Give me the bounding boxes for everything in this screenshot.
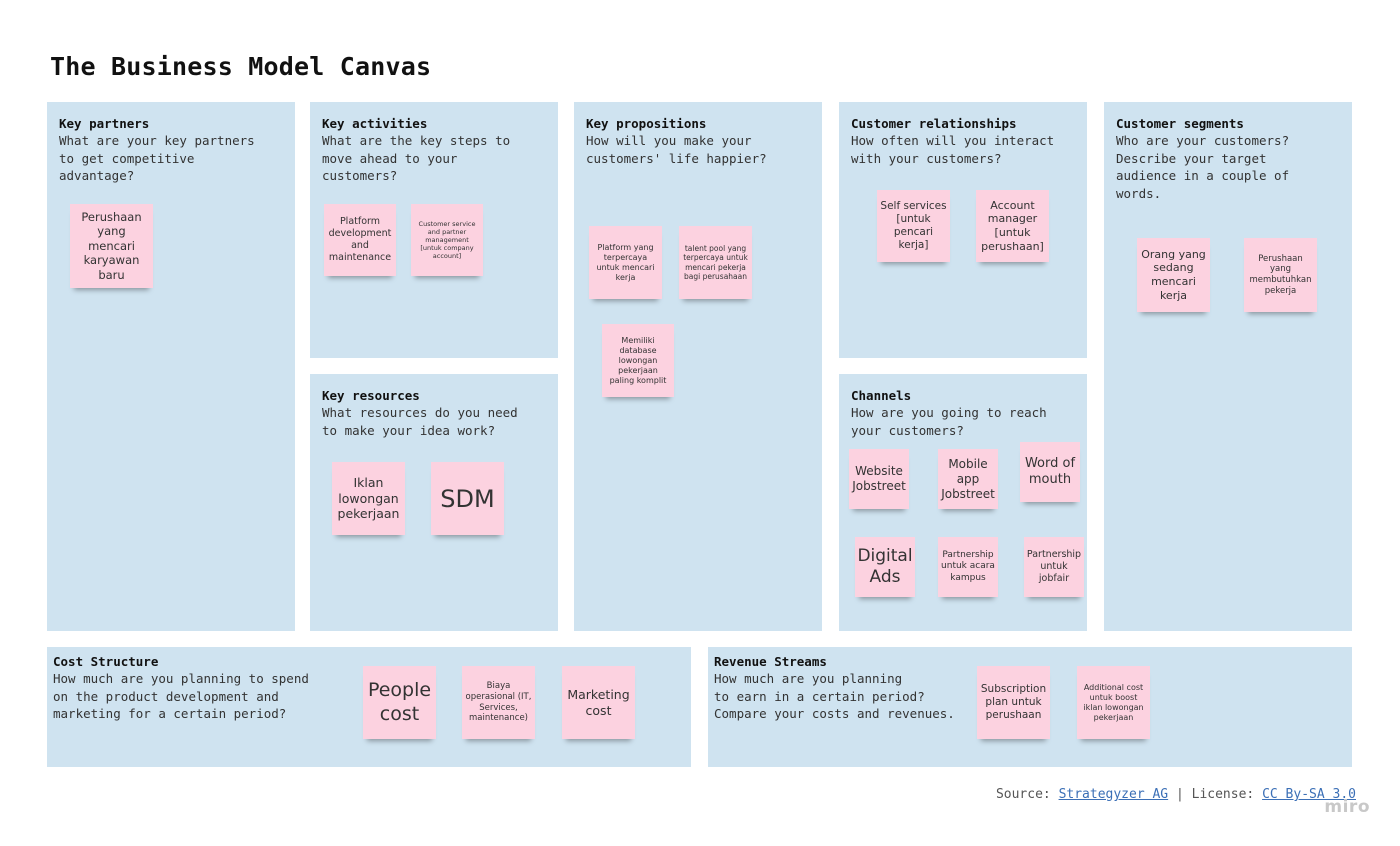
block-title: Customer relationships (851, 116, 1017, 131)
sticky-note[interactable]: Mobile app Jobstreet (938, 449, 998, 509)
block-key-resources[interactable]: Key resources What resources do you need… (310, 374, 558, 631)
source-link[interactable]: Strategyzer AG (1058, 787, 1169, 802)
sticky-note[interactable]: Perushaan yang membutuhkan pekerja (1244, 238, 1317, 312)
block-title: Channels (851, 388, 912, 403)
block-key-activities[interactable]: Key activities What are the key steps to… (310, 102, 558, 358)
block-revenue-streams[interactable]: Revenue Streams How much are you plannin… (708, 647, 1352, 767)
block-description: What are the key steps to move ahead to … (322, 133, 511, 183)
block-title: Key partners (59, 116, 150, 131)
block-description: How much are you planning to spend on th… (53, 671, 309, 721)
sticky-note[interactable]: People cost (363, 666, 436, 739)
license-link[interactable]: CC By-SA 3.0 (1262, 787, 1356, 802)
block-key-partners[interactable]: Key partners What are your key partners … (47, 102, 295, 631)
block-customer-relationships[interactable]: Customer relationships How often will yo… (839, 102, 1087, 358)
sticky-note[interactable]: Website Jobstreet (849, 449, 909, 509)
block-title: Customer segments (1116, 116, 1244, 131)
sticky-note[interactable]: Self services [untuk pencari kerja] (877, 190, 950, 262)
source-license-footer: Source: Strategyzer AG | License: CC By-… (996, 787, 1356, 802)
block-key-propositions[interactable]: Key propositions How will you make your … (574, 102, 822, 631)
block-title: Cost Structure (53, 654, 159, 669)
block-title: Key propositions (586, 116, 707, 131)
sticky-note[interactable]: Subscription plan untuk perushaan (977, 666, 1050, 739)
sticky-note[interactable]: Digital Ads (855, 537, 915, 597)
block-customer-segments[interactable]: Customer segments Who are your customers… (1104, 102, 1352, 631)
footer-separator: | (1175, 787, 1184, 802)
sticky-note[interactable]: Additional cost untuk boost iklan lowong… (1077, 666, 1150, 739)
sticky-note[interactable]: Word of mouth (1020, 442, 1080, 502)
block-description: What resources do you need to make your … (322, 405, 518, 438)
sticky-note[interactable]: Partnership untuk jobfair (1024, 537, 1084, 597)
sticky-note[interactable]: Orang yang sedang mencari kerja (1137, 238, 1210, 312)
miro-watermark: miro (1324, 797, 1370, 817)
block-description: How will you make your customers' life h… (586, 133, 767, 166)
sticky-note[interactable]: Perushaan yang mencari karyawan baru (70, 204, 153, 288)
block-title: Revenue Streams (714, 654, 827, 669)
sticky-note[interactable]: Account manager [untuk perushaan] (976, 190, 1049, 262)
sticky-note[interactable]: Marketing cost (562, 666, 635, 739)
sticky-note[interactable]: Iklan lowongan pekerjaan (332, 462, 405, 535)
block-channels[interactable]: Channels How are you going to reach your… (839, 374, 1087, 631)
block-title: Key resources (322, 388, 420, 403)
source-label: Source: (995, 787, 1051, 802)
block-cost-structure[interactable]: Cost Structure How much are you planning… (47, 647, 691, 767)
sticky-note[interactable]: Partnership untuk acara kampus (938, 537, 998, 597)
sticky-note[interactable]: Customer service and partner management … (411, 204, 483, 276)
sticky-note[interactable]: talent pool yang terpercaya untuk mencar… (679, 226, 752, 299)
block-description: What are your key partners to get compet… (59, 133, 255, 183)
block-description: How much are you planning to earn in a c… (714, 671, 955, 721)
block-description: Who are your customers? Describe your ta… (1116, 133, 1290, 201)
sticky-note[interactable]: Platform development and maintenance (324, 204, 396, 276)
sticky-note[interactable]: Platform yang terpercaya untuk mencari k… (589, 226, 662, 299)
block-title: Key activities (322, 116, 428, 131)
block-description: How often will you interact with your cu… (851, 133, 1055, 166)
sticky-note[interactable]: Memiliki database lowongan pekerjaan pal… (602, 324, 674, 397)
sticky-note[interactable]: SDM (431, 462, 504, 535)
license-label: License: (1191, 787, 1255, 802)
block-description: How are you going to reach your customer… (851, 405, 1047, 438)
page-title: The Business Model Canvas (50, 52, 432, 81)
sticky-note[interactable]: Biaya operasional (IT, Services, mainten… (462, 666, 535, 739)
